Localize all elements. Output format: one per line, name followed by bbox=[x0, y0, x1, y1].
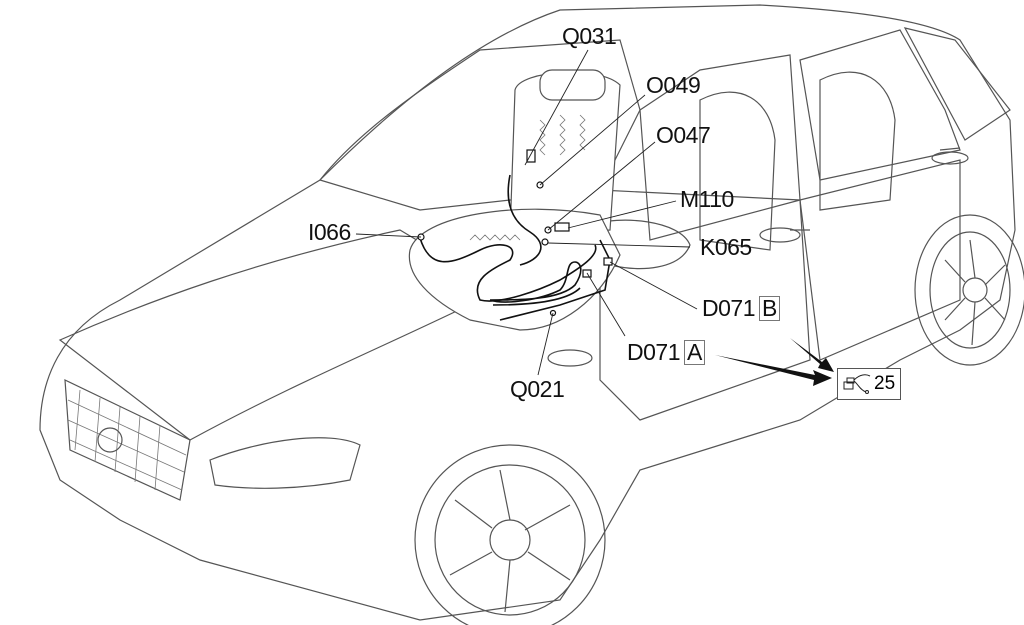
rear-wheel bbox=[914, 214, 1024, 366]
connector-d071b bbox=[603, 257, 613, 266]
rear-quarter-window bbox=[903, 27, 1011, 141]
reference-arrows bbox=[715, 338, 834, 386]
label-o047: O047 bbox=[656, 122, 711, 148]
headrest bbox=[539, 69, 606, 101]
label-q021: Q021 bbox=[510, 376, 565, 402]
label-i066: I066 bbox=[308, 219, 351, 245]
label-d071a-box: A bbox=[683, 340, 705, 365]
label-d071b-box: B bbox=[758, 296, 780, 321]
label-m110: M110 bbox=[680, 186, 734, 212]
car-body-outline bbox=[39, 4, 1016, 621]
connector-m110 bbox=[554, 222, 570, 232]
label-q031: Q031 bbox=[562, 23, 617, 49]
wiring-harness bbox=[419, 174, 611, 321]
front-wheel bbox=[414, 444, 606, 625]
label-o049: O049 bbox=[646, 72, 701, 98]
label-k065: K065 bbox=[700, 234, 752, 260]
label-d071b-code: D071 bbox=[702, 295, 755, 321]
grille bbox=[64, 379, 191, 501]
connector-icon bbox=[843, 374, 871, 394]
connector-q031 bbox=[526, 149, 536, 163]
front-door bbox=[599, 189, 811, 421]
front-side-window bbox=[639, 54, 801, 241]
rear-side-window bbox=[799, 29, 961, 181]
rear-door bbox=[799, 159, 961, 361]
headlight bbox=[209, 437, 361, 489]
reference-number: 25 bbox=[874, 373, 896, 394]
windshield bbox=[318, 39, 641, 211]
side-mirror bbox=[589, 219, 691, 270]
leader-lines bbox=[355, 49, 698, 376]
reference-box: 25 bbox=[837, 368, 901, 400]
connector-k065 bbox=[541, 238, 549, 246]
label-d071a-code: D071 bbox=[627, 339, 680, 365]
